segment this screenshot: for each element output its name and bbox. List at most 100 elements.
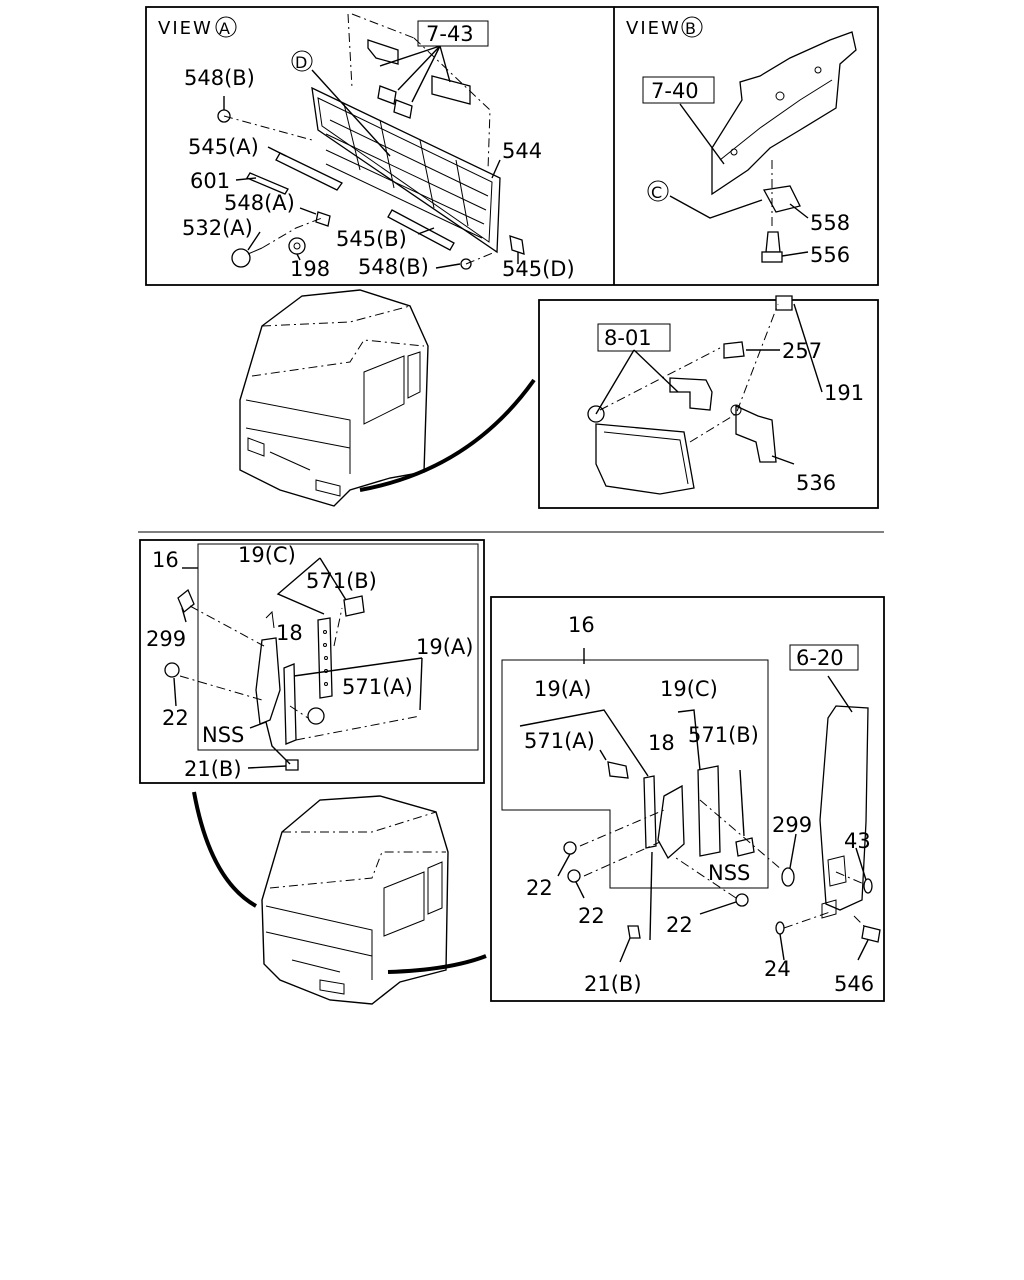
label-299: 299	[146, 627, 186, 651]
pillar-6-20	[819, 705, 869, 911]
label-18: 18	[276, 621, 303, 645]
right-inner-frame	[501, 659, 769, 889]
view-a-marker: A	[219, 19, 230, 38]
label-19c: 19(C)	[238, 543, 296, 567]
callout-c: C	[651, 183, 662, 202]
label-571b-right: 571(B)	[688, 723, 759, 747]
label-257: 257	[782, 339, 822, 363]
label-22-b: 22	[578, 904, 605, 928]
label-556: 556	[810, 243, 850, 267]
callout-d: D	[295, 53, 307, 72]
label-21b-right: 21(B)	[584, 972, 642, 996]
strip-19c-right	[697, 765, 721, 857]
lamp-bracket	[669, 377, 713, 411]
truck-cab-upper	[239, 289, 429, 507]
label-548a: 548(A)	[224, 191, 295, 215]
callout-c-circle	[647, 180, 669, 202]
clip-571b-right	[735, 837, 755, 857]
label-548b-bottom: 548(B)	[358, 255, 429, 279]
view-a-panel: VIEW A	[145, 6, 879, 286]
bracket-7-40-part	[711, 31, 857, 196]
label-nss-right: NSS	[708, 861, 750, 885]
label-601: 601	[190, 169, 230, 193]
label-558: 558	[810, 211, 850, 235]
ref-box-7-40	[642, 76, 715, 104]
bolt-22-b	[567, 869, 581, 883]
strip-19a-right	[643, 775, 657, 849]
bolt-22	[164, 662, 180, 678]
label-536: 536	[796, 471, 836, 495]
nut-198	[288, 237, 306, 255]
view-b-marker: B	[685, 19, 696, 38]
lamp-detail-panel: 8-01 257 191 536	[538, 295, 879, 509]
ref-box-7-43	[417, 20, 489, 47]
ref-8-01: 8-01	[604, 326, 652, 350]
left-detail-pointer	[192, 791, 257, 908]
label-16: 16	[152, 548, 179, 572]
view-b-panel: VIEW B 7-40 C 558 556	[626, 16, 857, 267]
label-571a-right: 571(A)	[524, 729, 595, 753]
right-outer-frame	[490, 596, 885, 1002]
bolt-556-head	[761, 251, 783, 263]
bolt-22-c	[735, 893, 749, 907]
clip-571a	[307, 707, 325, 725]
left-outer-frame	[139, 539, 485, 784]
label-22-c: 22	[666, 913, 693, 937]
label-19c-right: 19(C)	[660, 677, 718, 701]
label-571a: 571(A)	[342, 675, 413, 699]
clip-545d	[509, 235, 525, 255]
right-detail-panel: 16 6-20 19(A) 19(C) 571(A) 18 571(B) 299…	[490, 596, 885, 1002]
label-198: 198	[290, 257, 330, 281]
label-532a: 532(A)	[182, 216, 253, 240]
label-546: 546	[834, 972, 874, 996]
label-18-right: 18	[648, 731, 675, 755]
bolt-556	[765, 231, 781, 253]
label-22-a: 22	[526, 876, 553, 900]
bolt-hinge-a	[377, 85, 397, 105]
label-544: 544	[502, 139, 542, 163]
clip-21b-right	[627, 925, 641, 939]
truck-cab-lower	[261, 795, 449, 1005]
label-43: 43	[844, 829, 871, 853]
bracket-536	[735, 404, 777, 463]
view-b-title: VIEW	[626, 18, 681, 39]
clip-299-right	[781, 867, 795, 887]
bolt-22-a	[563, 841, 577, 855]
right-detail-pointer	[387, 954, 487, 974]
strip-545b	[387, 209, 455, 251]
label-16-right: 16	[568, 613, 595, 637]
label-548b-top: 548(B)	[184, 66, 255, 90]
bolt-546	[861, 925, 881, 943]
ref-7-40: 7-40	[651, 79, 699, 103]
label-571b: 571(B)	[306, 569, 377, 593]
clip-548a	[315, 211, 331, 227]
label-19a-right: 19(A)	[534, 677, 591, 701]
clip-571a-right	[607, 761, 629, 779]
ref-box-6-20	[789, 644, 859, 671]
ref-7-43: 7-43	[426, 22, 474, 46]
bolt-hinge-b	[393, 99, 413, 119]
view-a-title: VIEW	[158, 18, 213, 39]
label-22: 22	[162, 706, 189, 730]
left-inner-frame	[197, 543, 479, 751]
label-299-right: 299	[772, 813, 812, 837]
callout-d-circle	[291, 50, 313, 72]
label-nss: NSS	[202, 723, 244, 747]
strip-601	[246, 172, 289, 195]
lamp-detail-pointer	[359, 378, 536, 492]
view-a-marker-circle	[215, 16, 237, 38]
label-191: 191	[824, 381, 864, 405]
strip-545a	[275, 152, 343, 191]
label-19a: 19(A)	[416, 635, 473, 659]
bolt-257	[723, 341, 745, 359]
label-21b: 21(B)	[184, 757, 242, 781]
clip-571b	[343, 595, 365, 617]
left-detail-panel: 16 19(C) 571(B) 299 18 19(A) 571(A) 22 N…	[139, 539, 485, 784]
clip-43	[863, 878, 873, 894]
clip-24	[775, 921, 785, 935]
label-545a: 545(A)	[188, 135, 259, 159]
lamp-panel-frame	[538, 299, 879, 509]
ref-box-8-01	[597, 323, 671, 352]
bolt-191	[775, 295, 793, 311]
